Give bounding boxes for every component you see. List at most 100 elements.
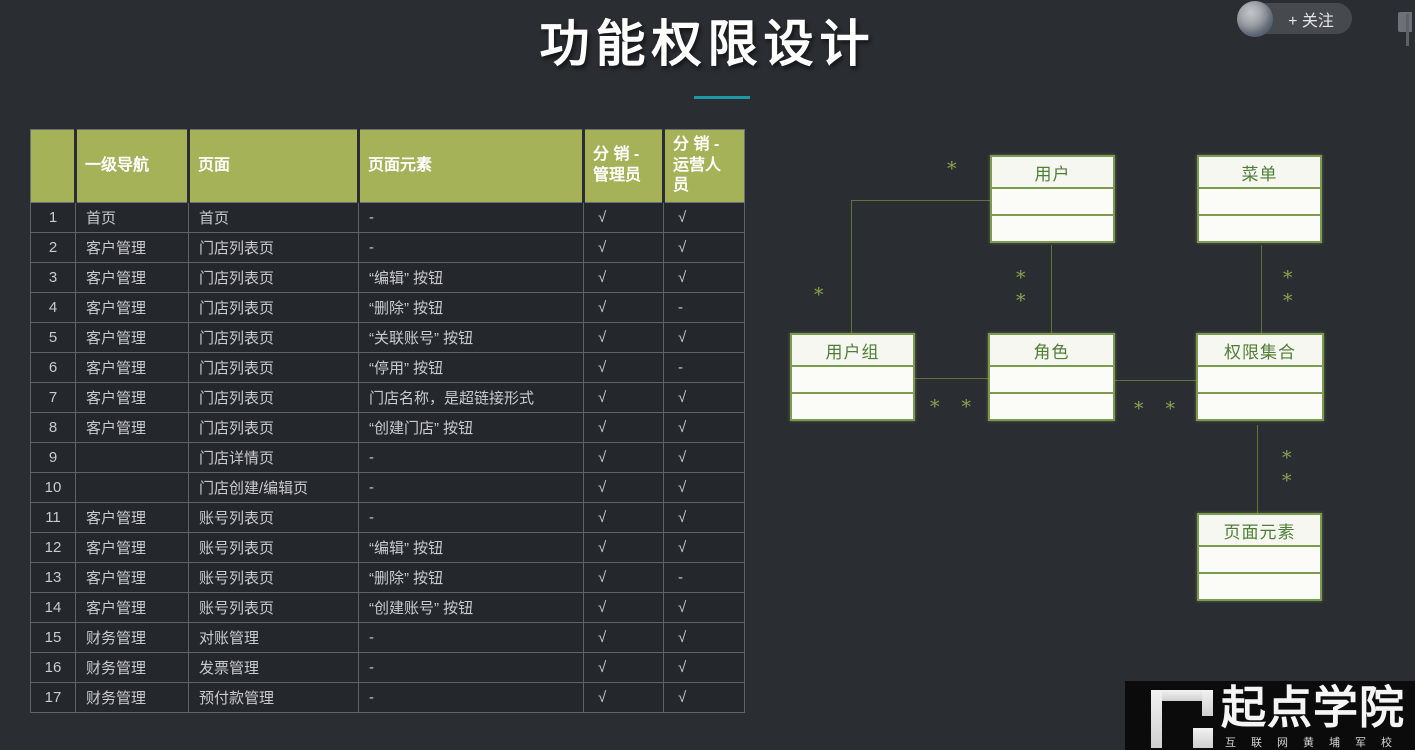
cell-row-number: 9 <box>30 442 76 473</box>
uml-box-title: 角色 <box>990 335 1113 367</box>
cell-ops-check: - <box>663 562 745 593</box>
cell-ops-check: - <box>663 352 745 383</box>
cell-admin-check: √ <box>583 532 664 563</box>
cell-element: - <box>358 472 584 503</box>
cell-element: “编辑” 按钮 <box>358 532 584 563</box>
header-index <box>30 129 76 203</box>
cell-nav: 客户管理 <box>75 232 189 263</box>
multiplicity-star: * <box>814 284 824 306</box>
cell-page: 首页 <box>188 202 359 233</box>
header-page: 页面 <box>187 129 359 203</box>
cell-nav: 客户管理 <box>75 262 189 293</box>
cell-ops-check: √ <box>663 202 745 233</box>
cell-nav: 客户管理 <box>75 322 189 353</box>
cell-page: 门店详情页 <box>188 442 359 473</box>
connector-usergroup-user <box>851 200 990 201</box>
header-nav: 一级导航 <box>74 129 189 203</box>
connector-usergroup-user-vertical <box>851 200 852 333</box>
cell-page: 门店列表页 <box>188 292 359 323</box>
cell-row-number: 10 <box>30 472 76 503</box>
cell-ops-check: - <box>663 292 745 323</box>
cell-page: 门店列表页 <box>188 412 359 443</box>
cell-row-number: 11 <box>30 502 76 533</box>
logo-mark-square <box>1193 728 1213 748</box>
cell-ops-check: √ <box>663 622 745 653</box>
table-header-row: 一级导航 页面 页面元素 分 销 - 管理员 分 销 - 运营人 员 <box>30 129 745 203</box>
uml-compartment <box>1199 216 1320 241</box>
connector-permissionset-pageelement <box>1257 425 1258 513</box>
cell-row-number: 3 <box>30 262 76 293</box>
uml-box-title: 用户 <box>992 157 1113 189</box>
brand-logo: 起点学院 互联网黄埔军校 <box>1125 681 1415 750</box>
title-underline <box>694 96 750 99</box>
multiplicity-star: * <box>1283 267 1293 289</box>
cell-element: “删除” 按钮 <box>358 562 584 593</box>
cell-nav: 客户管理 <box>75 352 189 383</box>
uml-box-menu: 菜单 <box>1197 155 1322 243</box>
cell-element: “删除” 按钮 <box>358 292 584 323</box>
cell-admin-check: √ <box>583 322 664 353</box>
cell-admin-check: √ <box>583 442 664 473</box>
cell-page: 账号列表页 <box>188 592 359 623</box>
cell-page: 账号列表页 <box>188 562 359 593</box>
uml-box-title: 菜单 <box>1199 157 1320 189</box>
connector-role-permissionset <box>1113 380 1197 381</box>
cell-row-number: 15 <box>30 622 76 653</box>
cell-row-number: 4 <box>30 292 76 323</box>
cell-ops-check: √ <box>663 532 745 563</box>
uml-compartment <box>792 394 913 419</box>
cell-ops-check: √ <box>663 502 745 533</box>
cell-admin-check: √ <box>583 292 664 323</box>
cell-element: - <box>358 502 584 533</box>
cell-row-number: 7 <box>30 382 76 413</box>
cell-page: 发票管理 <box>188 652 359 683</box>
cell-nav <box>75 442 189 473</box>
uml-box-role: 角色 <box>988 333 1115 421</box>
page-title: 功能权限设计 <box>539 16 876 72</box>
cell-element: 门店名称，是超链接形式 <box>358 382 584 413</box>
multiplicity-star: * <box>1282 470 1292 492</box>
cell-page: 账号列表页 <box>188 532 359 563</box>
cell-element: - <box>358 652 584 683</box>
uml-box-page-element: 页面元素 <box>1197 513 1322 601</box>
uml-compartment <box>1199 547 1320 574</box>
cell-admin-check: √ <box>583 262 664 293</box>
avatar[interactable] <box>1237 1 1273 37</box>
cell-row-number: 17 <box>30 682 76 713</box>
multiplicity-star-pair: * * <box>930 396 980 418</box>
uml-box-user: 用户 <box>990 155 1115 243</box>
uml-box-usergroup: 用户组 <box>790 333 915 421</box>
multiplicity-star: * <box>1016 290 1026 312</box>
brand-logo-mark-icon <box>1151 690 1213 748</box>
cell-row-number: 13 <box>30 562 76 593</box>
cell-page: 门店创建/编辑页 <box>188 472 359 503</box>
follow-button-label: + 关注 <box>1288 12 1334 30</box>
uml-box-title: 页面元素 <box>1199 515 1320 547</box>
cell-admin-check: √ <box>583 412 664 443</box>
cell-ops-check: √ <box>663 262 745 293</box>
header-admin: 分 销 - 管理员 <box>582 129 664 203</box>
connector-usergroup-role <box>912 378 989 379</box>
header-element: 页面元素 <box>357 129 584 203</box>
cell-admin-check: √ <box>583 682 664 713</box>
header-ops: 分 销 - 运营人 员 <box>662 129 745 203</box>
uml-box-title: 权限集合 <box>1198 335 1322 367</box>
cell-ops-check: √ <box>663 442 745 473</box>
cell-page: 门店列表页 <box>188 382 359 413</box>
cell-page: 门店列表页 <box>188 352 359 383</box>
flag-icon[interactable] <box>1398 12 1412 32</box>
cell-nav: 客户管理 <box>75 592 189 623</box>
uml-compartment <box>792 367 913 394</box>
multiplicity-star: * <box>1282 447 1292 469</box>
cell-row-number: 14 <box>30 592 76 623</box>
cell-nav: 财务管理 <box>75 622 189 653</box>
cell-nav: 客户管理 <box>75 532 189 563</box>
